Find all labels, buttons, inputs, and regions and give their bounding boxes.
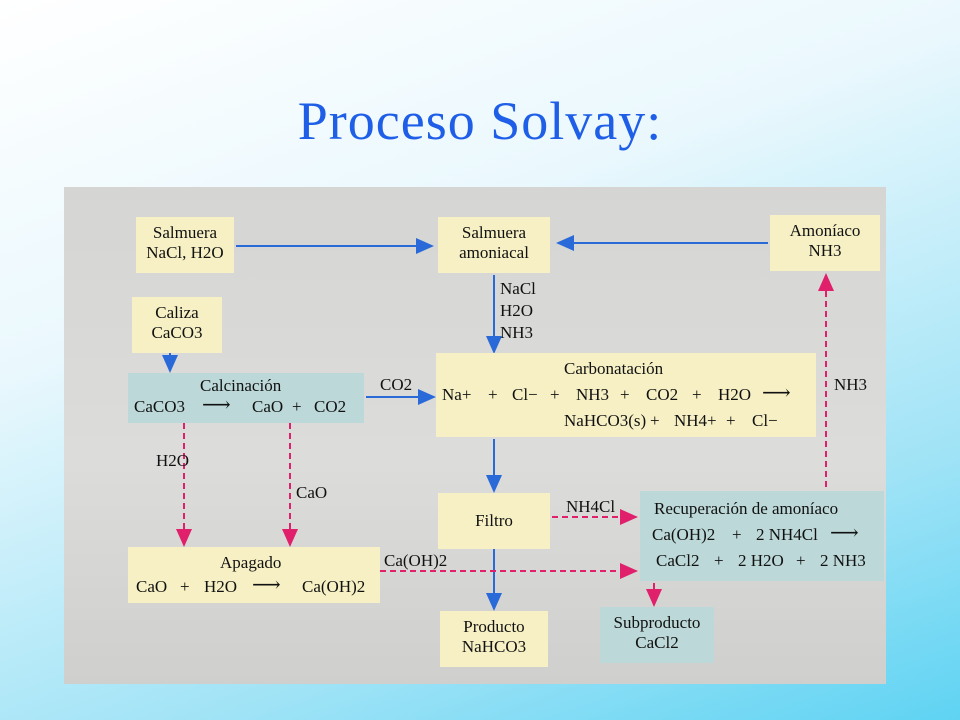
- subproducto-line1: Subproducto: [613, 613, 701, 632]
- recuperacion-heading: Recuperación de amoníaco: [654, 499, 839, 518]
- carbonatacion-eq1-1: +: [488, 385, 498, 404]
- recuperacion-eq2-1: +: [714, 551, 724, 570]
- flow-arrows: [162, 235, 834, 611]
- box-producto: Producto NaHCO3: [440, 611, 548, 667]
- label-nh3: NH3: [500, 323, 534, 342]
- calcinacion-eq-3: +: [292, 397, 302, 416]
- recuperacion-eq1-1: +: [732, 525, 742, 544]
- apagado-heading: Apagado: [220, 553, 282, 572]
- producto-line1: Producto: [463, 617, 525, 636]
- recuperacion-eq1-2: 2 NH4Cl: [756, 525, 818, 544]
- filtro-label: Filtro: [475, 511, 513, 530]
- box-calcinacion: Calcinación CaCO3 ⟶ CaO + CO2: [128, 373, 364, 423]
- apagado-eq-4: Ca(OH)2: [302, 577, 366, 596]
- label-h2o-left: H2O: [156, 451, 190, 470]
- calcinacion-eq-0: CaCO3: [134, 397, 185, 416]
- carbonatacion-eq1-0: Na+: [442, 385, 472, 404]
- box-apagado: Apagado CaO + H2O ⟶ Ca(OH)2: [128, 547, 380, 603]
- carbonatacion-eq2-0: NaHCO3(s): [564, 411, 647, 430]
- apagado-eq-0: CaO: [136, 577, 168, 596]
- salmuera-amoniacal-line1: Salmuera: [461, 223, 527, 242]
- amoniaco-line2: NH3: [808, 241, 842, 260]
- apagado-eq-3: ⟶: [252, 574, 281, 596]
- box-amoniaco: Amoníaco NH3: [770, 215, 880, 271]
- carbonatacion-eq1-3: +: [550, 385, 560, 404]
- producto-line2: NaHCO3: [461, 637, 527, 656]
- box-caliza: Caliza CaCO3: [132, 297, 222, 353]
- label-h2o: H2O: [500, 301, 534, 320]
- caliza-line1: Caliza: [155, 303, 199, 322]
- recuperacion-eq2-4: 2 NH3: [820, 551, 866, 570]
- recuperacion-eq1-3: ⟶: [830, 522, 859, 544]
- box-carbonatacion: Carbonatación Na+ + Cl− + NH3 + CO2 + H2…: [436, 353, 816, 437]
- salmuera-line1: Salmuera: [152, 223, 218, 242]
- salmuera-line2: NaCl, H2O: [146, 243, 224, 262]
- label-nh3-right: NH3: [834, 375, 868, 394]
- carbonatacion-eq1-5: +: [620, 385, 630, 404]
- caliza-line2: CaCO3: [151, 323, 203, 342]
- carbonatacion-eq1-8: H2O: [718, 385, 752, 404]
- carbonatacion-eq1-6: CO2: [646, 385, 679, 404]
- label-caoh2: Ca(OH)2: [384, 551, 448, 570]
- box-filtro: Filtro: [438, 493, 550, 549]
- carbonatacion-eq1-4: NH3: [576, 385, 610, 404]
- calcinacion-eq-2: CaO: [252, 397, 284, 416]
- box-subproducto: Subproducto CaCl2: [600, 607, 714, 663]
- carbonatacion-eq2-2: NH4+: [674, 411, 717, 430]
- recuperacion-eq2-2: 2 H2O: [738, 551, 784, 570]
- apagado-eq-1: +: [180, 577, 190, 596]
- box-recuperacion: Recuperación de amoníaco Ca(OH)2 + 2 NH4…: [640, 491, 884, 581]
- carbonatacion-heading: Carbonatación: [564, 359, 664, 378]
- apagado-eq-2: H2O: [204, 577, 238, 596]
- label-nacl: NaCl: [500, 279, 536, 298]
- carbonatacion-eq2-3: +: [726, 411, 736, 430]
- label-co2: CO2: [380, 375, 413, 394]
- calcinacion-heading: Calcinación: [200, 376, 282, 395]
- carbonatacion-eq1-2: Cl−: [512, 385, 538, 404]
- calcinacion-eq-4: CO2: [314, 397, 347, 416]
- amoniaco-line1: Amoníaco: [789, 221, 861, 240]
- calcinacion-eq-1: ⟶: [202, 394, 231, 416]
- recuperacion-eq2-0: CaCl2: [656, 551, 700, 570]
- recuperacion-eq1-0: Ca(OH)2: [652, 525, 716, 544]
- carbonatacion-eq2-1: +: [650, 411, 660, 430]
- recuperacion-eq2-3: +: [796, 551, 806, 570]
- page-title: Proceso Solvay:: [297, 91, 663, 151]
- label-nh4cl: NH4Cl: [566, 497, 616, 516]
- label-cao: CaO: [296, 483, 328, 502]
- box-salmuera: Salmuera NaCl, H2O: [136, 217, 234, 273]
- carbonatacion-eq1-9: ⟶: [762, 382, 791, 404]
- carbonatacion-eq2-4: Cl−: [752, 411, 778, 430]
- box-salmuera-amoniacal: Salmuera amoniacal: [438, 217, 550, 273]
- carbonatacion-eq1-7: +: [692, 385, 702, 404]
- subproducto-line2: CaCl2: [635, 633, 679, 652]
- salmuera-amoniacal-line2: amoniacal: [459, 243, 529, 262]
- process-diagram: Salmuera NaCl, H2O Salmuera amoniacal Am…: [64, 187, 886, 684]
